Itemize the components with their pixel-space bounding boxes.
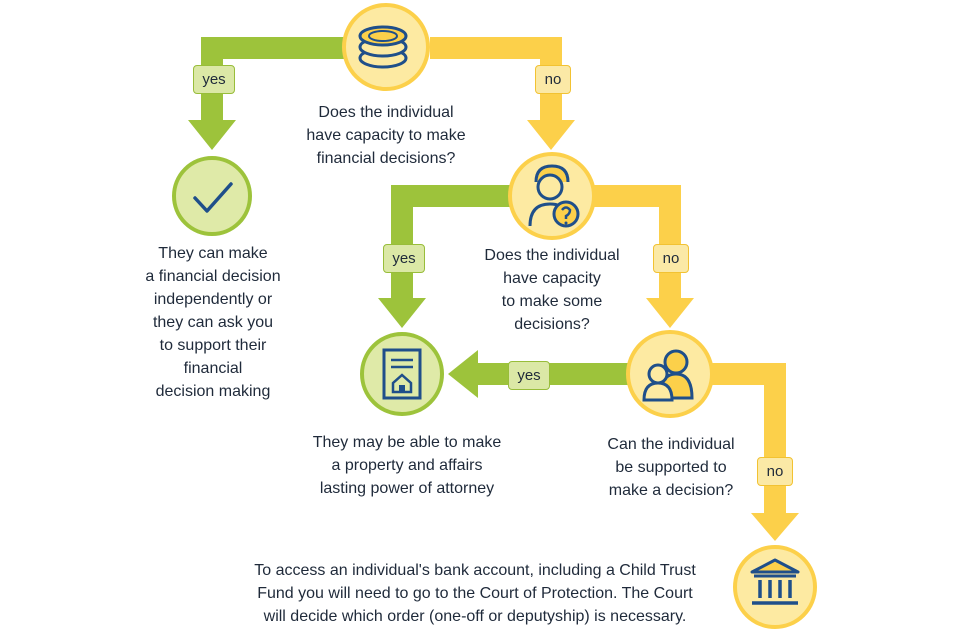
badge-q2-yes: yes [383, 244, 425, 273]
checkmark-icon [172, 156, 252, 236]
outcome-independent-decision: They can make a financial decision indep… [145, 245, 281, 400]
arrowhead-q3-no [751, 513, 799, 541]
question-financial-capacity: Does the individual have capacity to mak… [306, 104, 466, 167]
arrowhead-q2-no [646, 298, 694, 328]
connector-q1-yes [201, 37, 345, 122]
arrowhead-q1-no [527, 120, 575, 150]
outcome-lasting-power-of-attorney: They may be able to make a property and … [312, 434, 502, 497]
connector-q1-no [430, 37, 562, 122]
two-people-icon [626, 330, 714, 418]
arrowhead-q1-yes [188, 120, 236, 150]
arrowhead-q3-yes [448, 350, 478, 398]
outcome-court-of-protection: To access an individual's bank account, … [254, 562, 696, 625]
question-supported-decision: Can the individual be supported to make … [607, 436, 735, 499]
court-building-icon [733, 545, 817, 629]
property-document-icon [360, 332, 444, 416]
badge-q1-no: no [535, 65, 571, 94]
question-some-decisions: Does the individual have capacity to mak… [484, 247, 620, 333]
badge-q3-yes: yes [508, 361, 550, 390]
arrowhead-q2-yes [378, 298, 426, 328]
coins-icon [342, 3, 430, 91]
badge-q2-no: no [653, 244, 689, 273]
person-question-icon [508, 152, 596, 240]
badge-q1-yes: yes [193, 65, 235, 94]
badge-q3-no: no [757, 457, 793, 486]
